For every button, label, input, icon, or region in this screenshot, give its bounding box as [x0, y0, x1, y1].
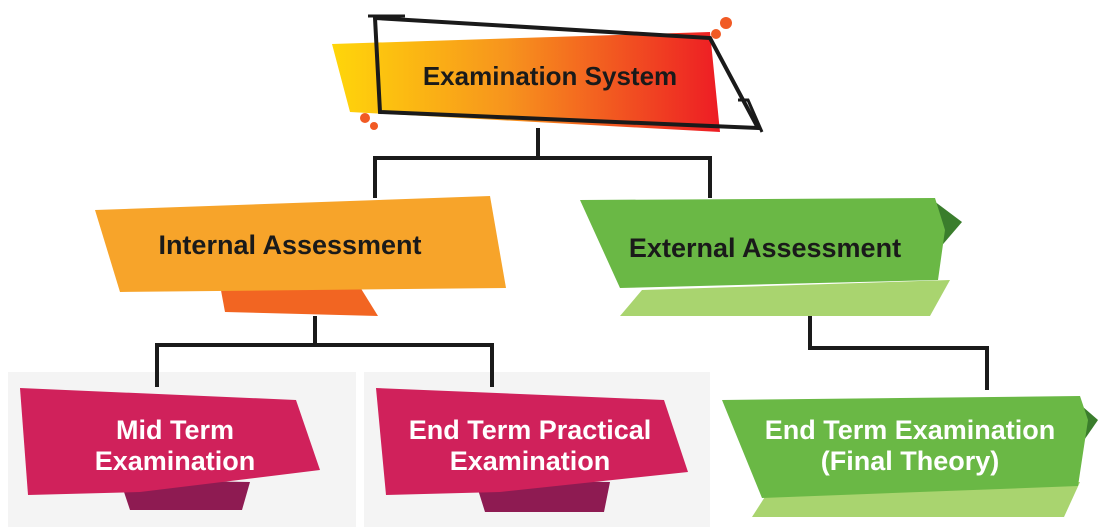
internal-to-children-connector: [155, 316, 317, 387]
accent-dot: [720, 17, 732, 29]
internal-assessment-shape: [95, 196, 506, 316]
end-term-practical-shape: [376, 388, 688, 512]
root-to-branches-connector: [373, 128, 540, 198]
internal-to-practical-connector: [313, 343, 494, 387]
end-term-examination-shape: [722, 396, 1098, 517]
external-to-child-connector: [808, 316, 989, 390]
end-term-examination-line-1: End Term Examination: [764, 415, 1056, 445]
mid-term-shape: [20, 388, 320, 510]
accent-dot: [370, 122, 378, 130]
end-term-examination-line-2: (Final Theory): [820, 446, 1000, 477]
mid-term-line-2: Examination: [94, 446, 256, 477]
accent-dot: [360, 113, 370, 123]
root-node-label: Examination System: [422, 61, 678, 91]
end-term-practical-line-1: End Term Practical: [408, 415, 652, 445]
internal-assessment-label: Internal Assessment: [158, 230, 422, 260]
connector-lines: [155, 128, 989, 390]
root-to-external-connector: [536, 156, 712, 198]
mid-term-examination-label: Mid Term Examination: [30, 415, 320, 477]
accent-dot: [711, 29, 721, 39]
end-term-examination-label: End Term Examination (Final Theory): [745, 415, 1075, 477]
mid-term-line-1: Mid Term: [115, 415, 234, 445]
root-node-shape: [332, 14, 764, 133]
external-assessment-shape: [580, 198, 962, 316]
external-assessment-label: External Assessment: [628, 233, 902, 263]
end-term-practical-line-2: Examination: [449, 446, 611, 477]
end-term-practical-label: End Term Practical Examination: [380, 415, 680, 477]
